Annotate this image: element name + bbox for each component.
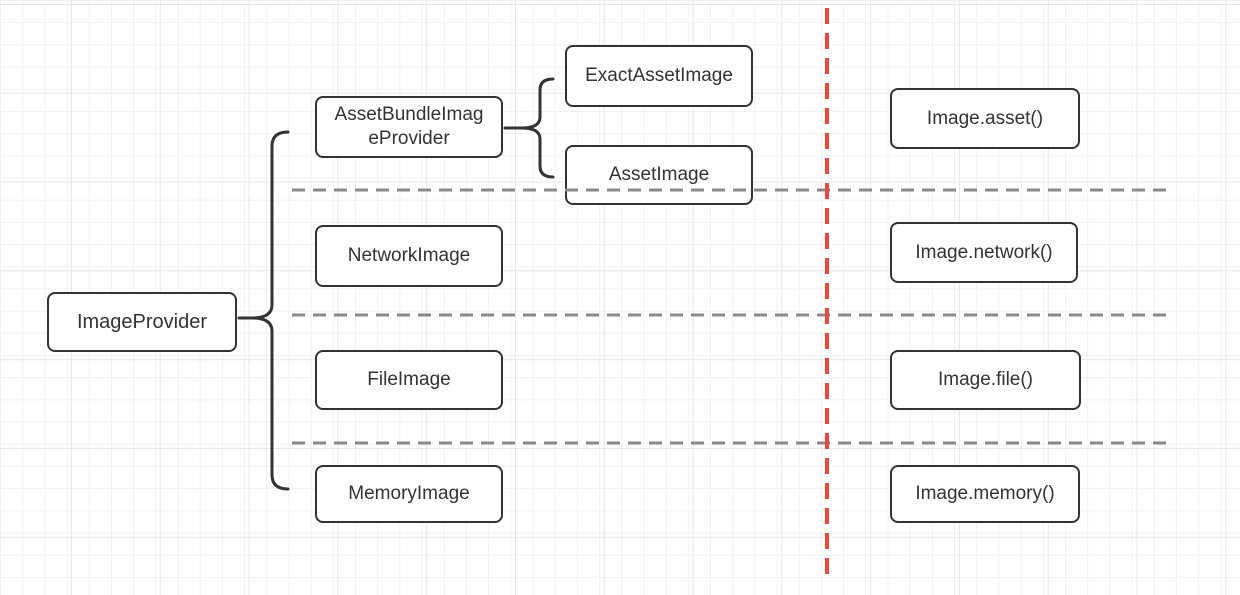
node-asset-bundle-image-provider: AssetBundleImageProvider [315,96,503,158]
node-label: NetworkImage [347,245,471,267]
node-image-file-constructor: Image.file() [890,350,1081,410]
node-memory-image: MemoryImage [315,465,503,523]
node-label: MemoryImage [348,483,470,505]
node-image-asset-constructor: Image.asset() [890,88,1080,149]
node-label: AssetBundleImageProvider [334,104,484,149]
node-image-network-constructor: Image.network() [890,222,1078,283]
curly-brace-asset-bundle [521,77,555,179]
node-network-image: NetworkImage [315,225,503,287]
node-asset-image: AssetImage [565,145,753,205]
node-label: Image.network() [915,241,1053,263]
node-label: ExactAssetImage [585,65,733,87]
node-label: Image.memory() [915,483,1055,505]
node-label: FileImage [367,369,451,391]
node-image-provider: ImageProvider [47,292,237,352]
node-image-memory-constructor: Image.memory() [890,465,1080,523]
node-label: Image.file() [937,369,1034,391]
curly-brace-image-provider [251,130,290,491]
node-file-image: FileImage [315,350,503,410]
node-label: Image.asset() [926,107,1044,129]
node-label: ImageProvider [76,310,208,333]
node-label: AssetImage [608,164,710,186]
node-exact-asset-image: ExactAssetImage [565,45,753,107]
